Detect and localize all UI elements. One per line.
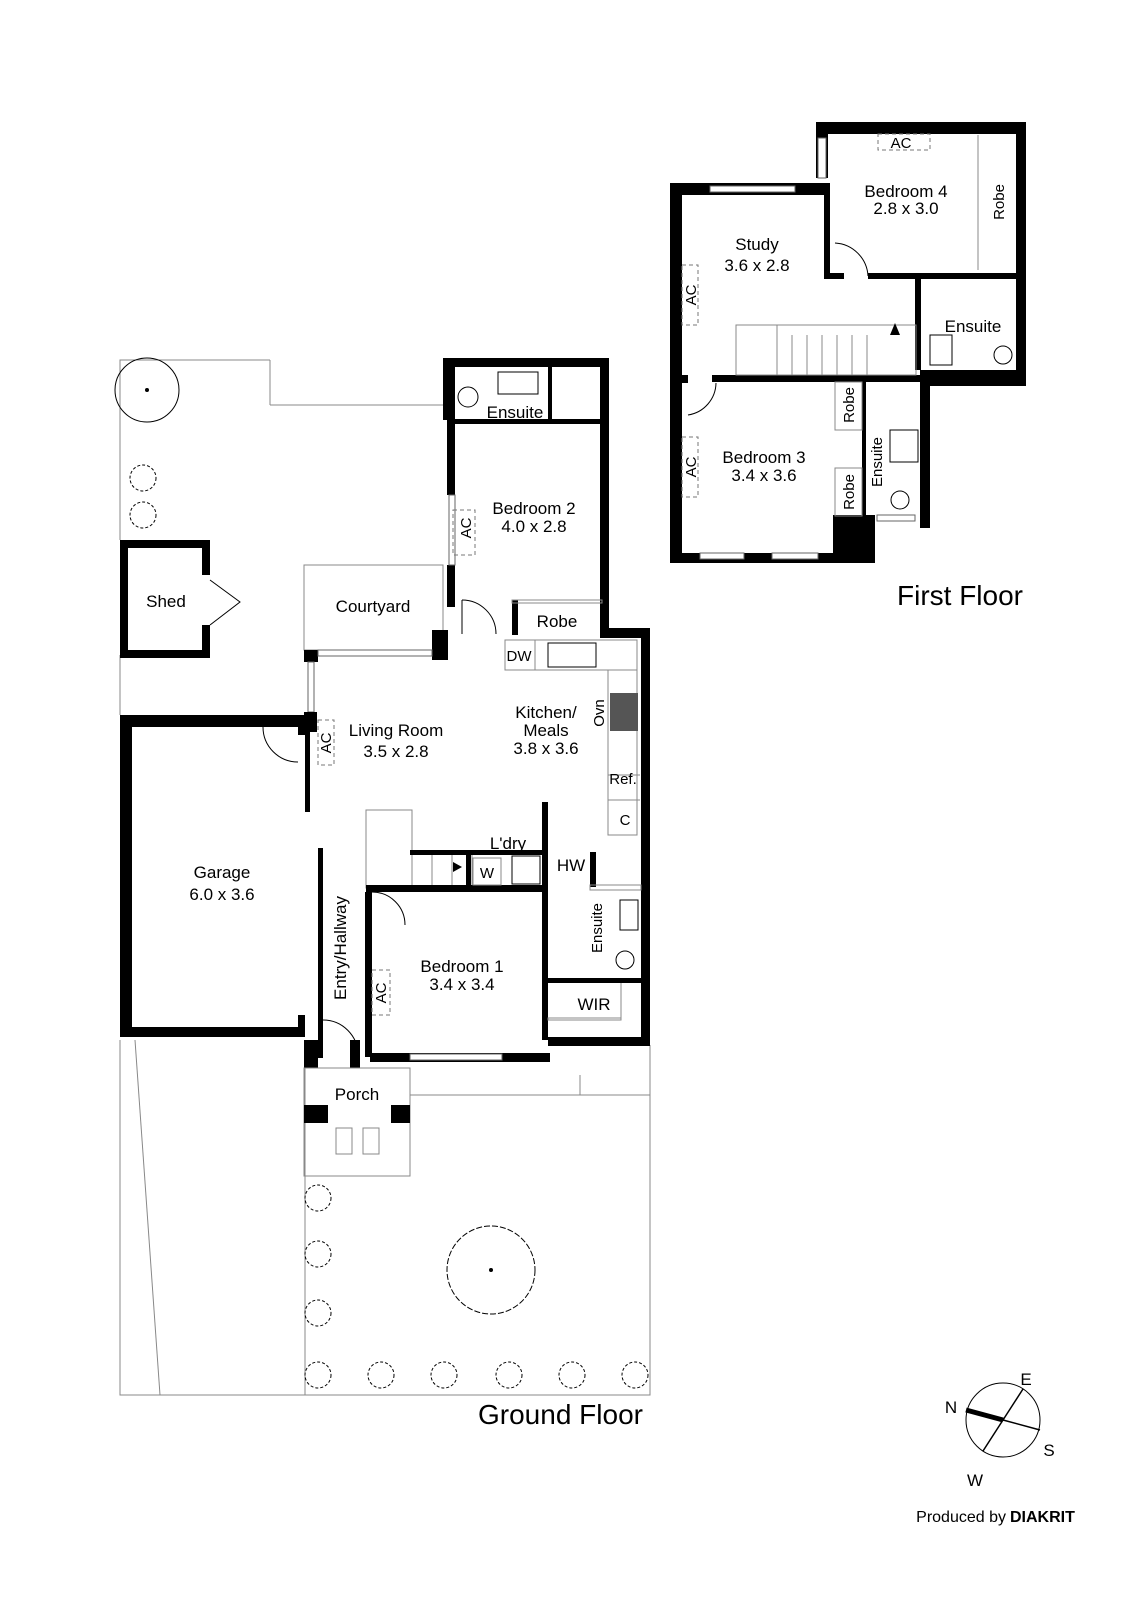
room-label-bedroom-1: Bedroom 1 <box>420 957 503 976</box>
stairs <box>365 809 473 889</box>
washer-label: W <box>480 865 495 882</box>
plant-icon <box>129 501 157 529</box>
plant-icon <box>304 1240 332 1268</box>
room-label-bedroom-4: Bedroom 4 <box>864 182 947 201</box>
yard-boundary <box>119 359 270 540</box>
compass: N E S W <box>945 1370 1055 1490</box>
room-label-shed: Shed <box>146 592 186 611</box>
room-size-living-room: 3.5 x 2.8 <box>363 742 428 761</box>
room-label-bedroom-2: Bedroom 2 <box>492 499 575 518</box>
stairs <box>735 323 917 376</box>
compass-west: W <box>967 1471 983 1490</box>
fridge-label: Ref. <box>609 771 637 788</box>
basin-icon <box>889 429 919 463</box>
plant-icon <box>129 464 157 492</box>
credit-brand: DIAKRIT <box>1010 1509 1075 1526</box>
oven-label: Ovn <box>591 699 608 727</box>
plant-icon <box>304 1299 332 1327</box>
room-size-kitchen: 3.8 x 3.6 <box>513 739 578 758</box>
room-size-study: 3.6 x 2.8 <box>724 256 789 275</box>
room-label-courtyard: Courtyard <box>336 597 411 616</box>
tree-icon <box>114 357 180 423</box>
credit: Produced by DIAKRIT <box>916 1509 1075 1526</box>
shed: Shed <box>120 540 241 658</box>
room-label-robe: Robe <box>537 612 578 631</box>
tree-icon <box>446 1225 536 1315</box>
room-label-ensuite-top: Ensuite <box>487 403 544 422</box>
garage: Garage 6.0 x 3.6 <box>120 715 305 1037</box>
room-label-hot-water: HW <box>557 856 585 875</box>
ac-label: AC <box>458 517 475 538</box>
sink-icon <box>547 642 597 668</box>
cooktop-icon <box>610 693 638 731</box>
room-size-bedroom-3: 3.4 x 3.6 <box>731 466 796 485</box>
room-label-garage: Garage <box>194 863 251 882</box>
plant-icon <box>430 1361 458 1389</box>
room-size-garage: 6.0 x 3.6 <box>189 885 254 904</box>
room-label-living-room: Living Room <box>349 721 444 740</box>
first-floor-title: First Floor <box>897 580 1023 611</box>
compass-east: E <box>1020 1370 1031 1389</box>
porch: Porch <box>303 1067 411 1177</box>
room-label-robe-3b: Robe <box>841 474 858 510</box>
front-yard-boundary <box>119 1040 651 1396</box>
ac-label: AC <box>318 732 335 753</box>
room-label-study: Study <box>735 235 779 254</box>
room-label-laundry: L'dry <box>490 834 527 853</box>
room-label-ensuite-3: Ensuite <box>869 437 886 487</box>
room-label-meals: Meals <box>523 721 568 740</box>
room-label-wir: WIR <box>577 995 610 1014</box>
plant-icon <box>621 1361 649 1389</box>
first-floor: AC Bedroom 4 2.8 x 3.0 Robe Study 3.6 x … <box>670 122 1026 611</box>
trough-icon <box>511 855 541 885</box>
ground-floor-title: Ground Floor <box>478 1399 643 1430</box>
room-label-ensuite-bed1: Ensuite <box>589 903 606 953</box>
plant-icon <box>367 1361 395 1389</box>
ac-label: AC <box>683 456 700 477</box>
credit-prefix: Produced by <box>916 1509 1006 1526</box>
basin-icon <box>497 371 539 395</box>
toilet-icon <box>890 490 910 510</box>
cupboard-label: C <box>620 812 631 829</box>
basin-icon <box>929 334 953 366</box>
ac-label: AC <box>683 284 700 305</box>
room-label-robe-4: Robe <box>991 184 1008 220</box>
plant-icon <box>304 1361 332 1389</box>
ac-label: AC <box>373 982 390 1003</box>
basin-icon <box>619 899 639 931</box>
toilet-icon <box>993 345 1013 365</box>
room-label-porch: Porch <box>335 1085 379 1104</box>
room-label-kitchen: Kitchen/ <box>515 703 577 722</box>
room-label-robe-3a: Robe <box>841 387 858 423</box>
compass-south: S <box>1043 1441 1054 1460</box>
room-size-bedroom-2: 4.0 x 2.8 <box>501 517 566 536</box>
plant-icon <box>558 1361 586 1389</box>
dishwasher-label: DW <box>507 648 533 665</box>
room-size-bedroom-1: 3.4 x 3.4 <box>429 975 494 994</box>
compass-north: N <box>945 1398 957 1417</box>
room-label-bedroom-3: Bedroom 3 <box>722 448 805 467</box>
toilet-icon <box>615 950 635 970</box>
ground-floor: Shed Ensuite AC Bedroom 2 4.0 x 2.8 Robe… <box>114 357 651 1430</box>
toilet-icon <box>457 386 479 408</box>
plant-icon <box>495 1361 523 1389</box>
plant-icon <box>304 1184 332 1212</box>
room-label-entry-hallway: Entry/Hallway <box>331 896 350 1000</box>
ac-label: AC <box>891 135 912 152</box>
room-size-bedroom-4: 2.8 x 3.0 <box>873 199 938 218</box>
room-label-ensuite-4: Ensuite <box>945 317 1002 336</box>
